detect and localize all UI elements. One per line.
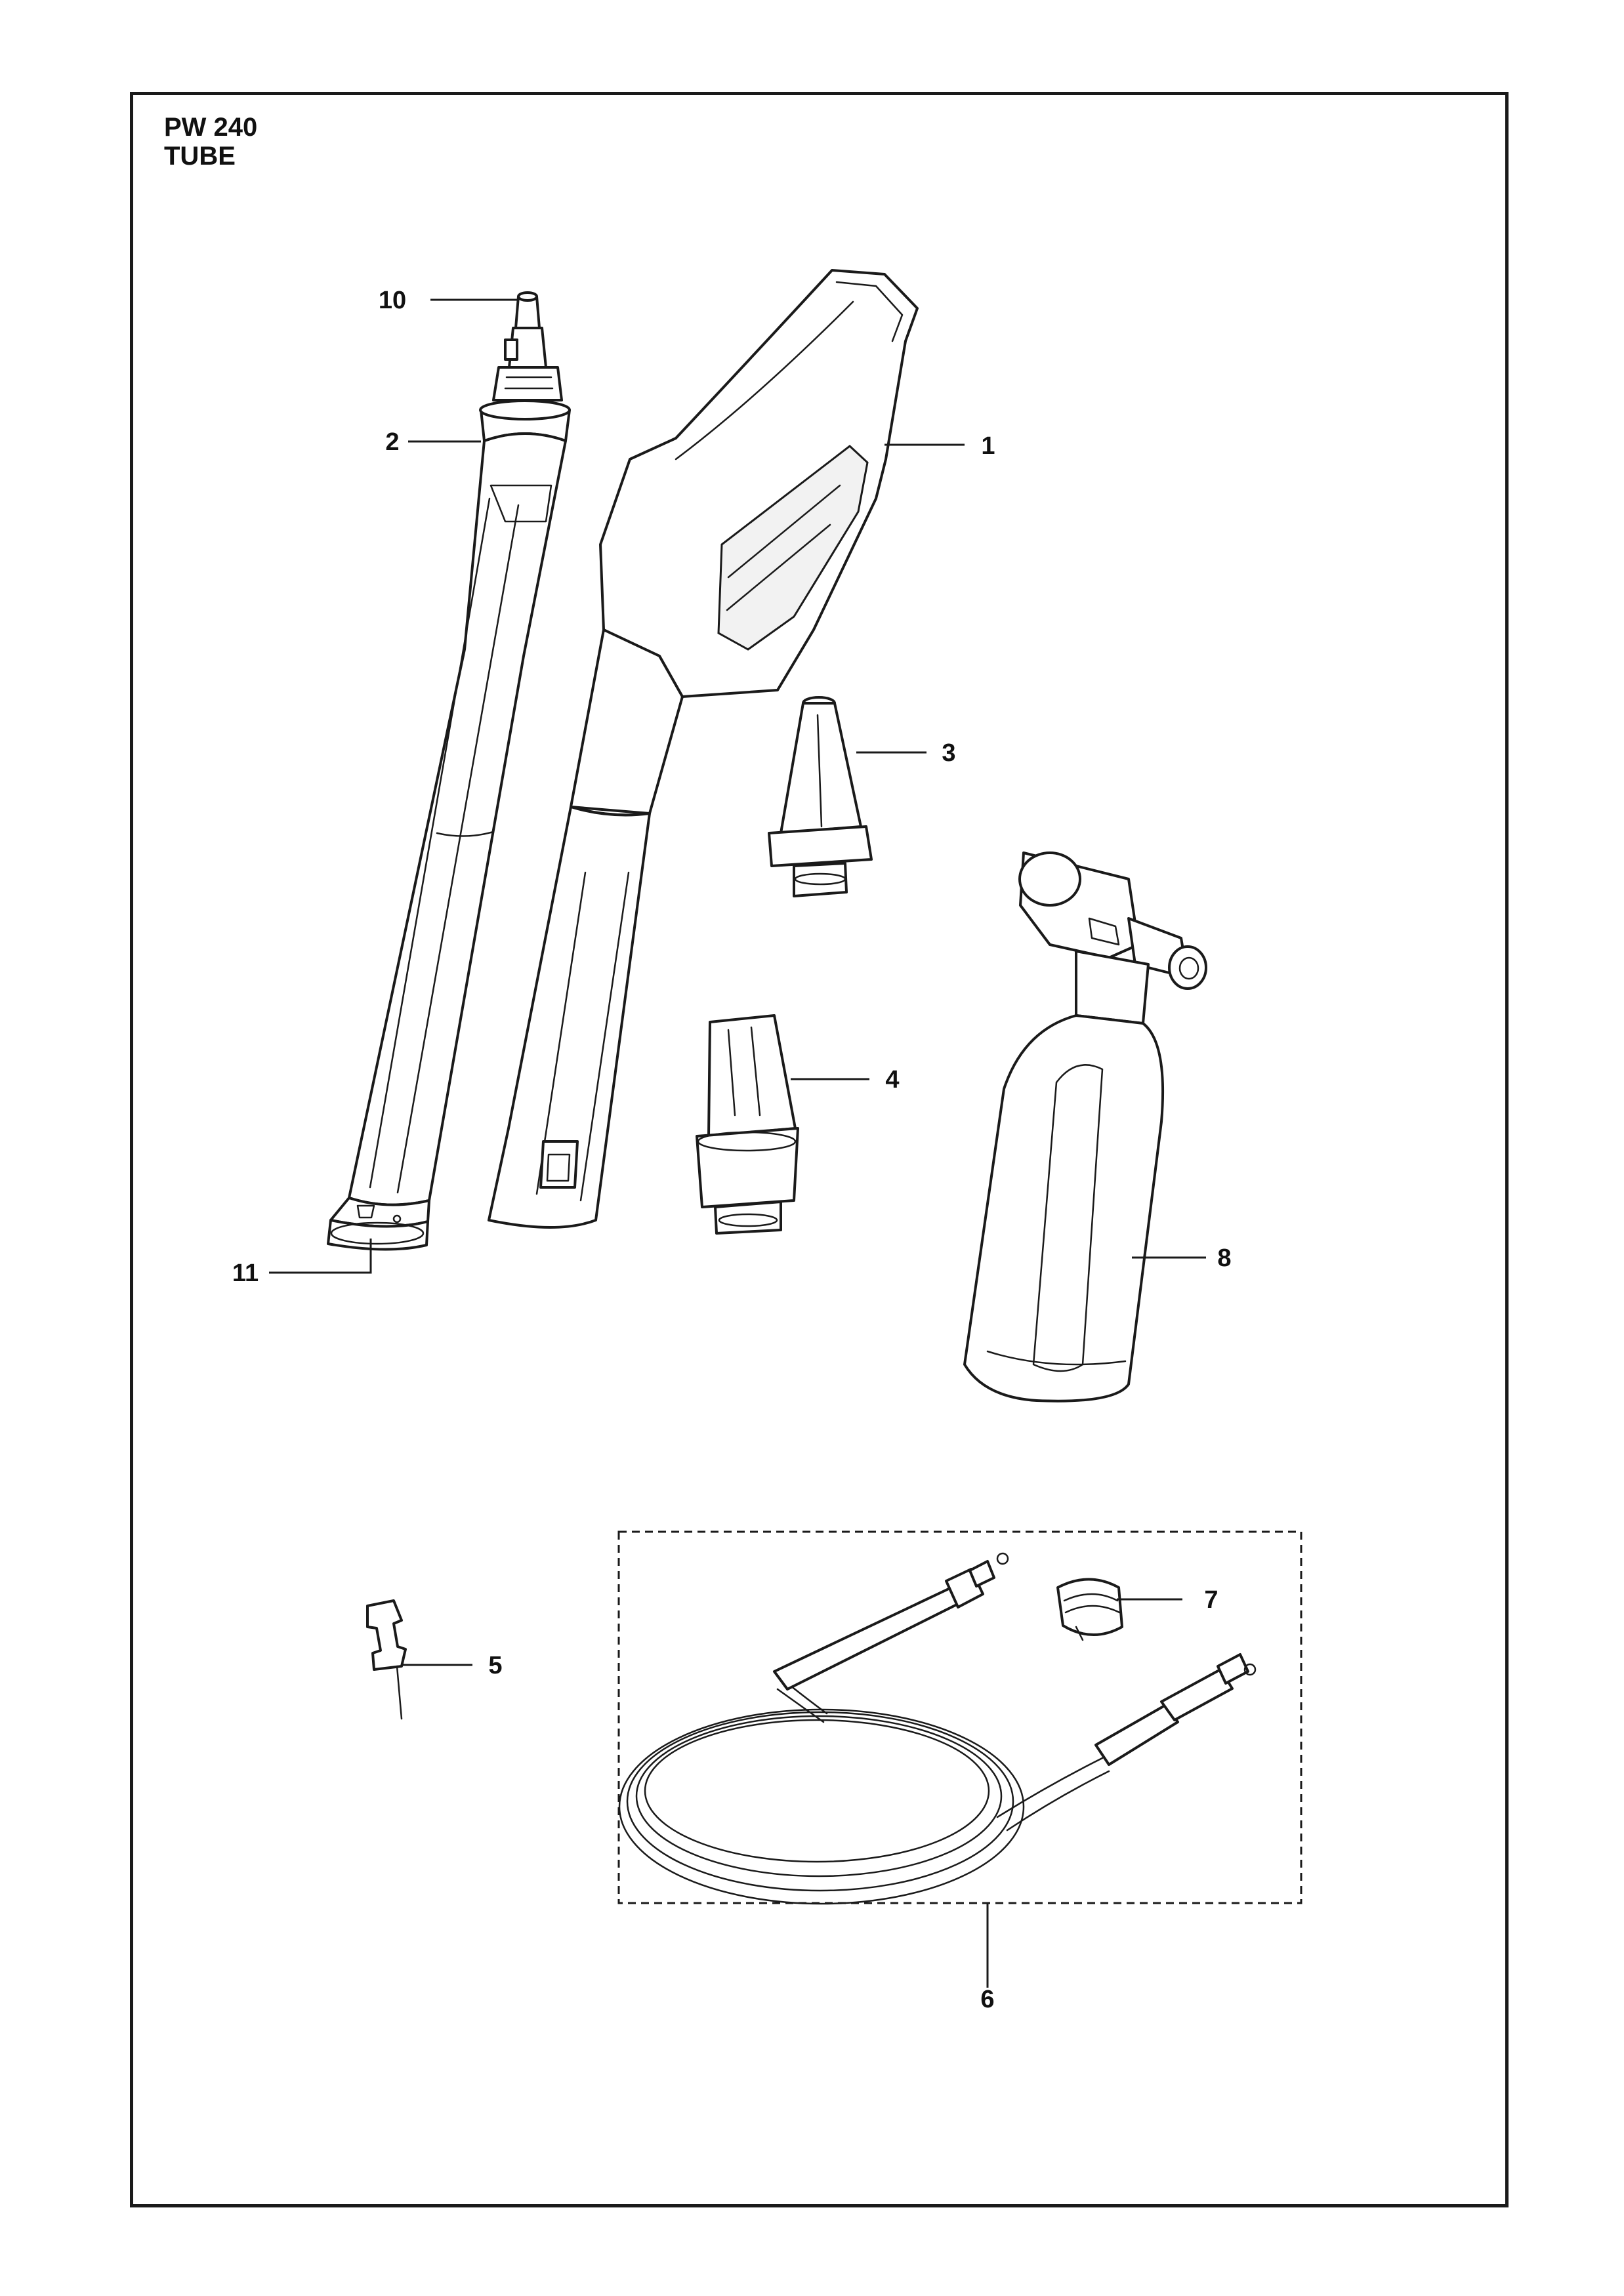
- model-title: PW 240: [164, 113, 258, 142]
- callout-8: 8: [1217, 1244, 1231, 1272]
- leader-lines: [269, 298, 1206, 1988]
- part-6-hose-kit: [617, 1530, 1302, 1905]
- part-4-turbo-nozzle: [696, 1014, 799, 1235]
- callout-5: 5: [488, 1652, 502, 1679]
- part-2-lance-tube: [327, 291, 571, 1251]
- part-1-spray-gun: [488, 269, 919, 1229]
- part-3-nozzle: [768, 696, 873, 897]
- callout-4: 4: [885, 1066, 899, 1094]
- part-11-end-cap: [327, 1197, 430, 1251]
- callout-3: 3: [942, 739, 955, 767]
- callout-labels: 10 2 1 3 4 8 11 5 7 6: [232, 287, 1232, 2013]
- callout-11: 11: [232, 1260, 259, 1287]
- kit-dashed-box: [617, 1530, 1302, 1904]
- part-7-hose-guide: [1056, 1578, 1123, 1641]
- callout-6: 6: [980, 1986, 994, 2013]
- part-10-lance-connector: [492, 291, 563, 401]
- part-8-detergent-bottle: [963, 851, 1207, 1403]
- section-title: TUBE: [164, 142, 236, 171]
- drawing-frame: [130, 92, 1509, 2207]
- part-5-clip: [366, 1599, 407, 1720]
- callout-7: 7: [1204, 1586, 1218, 1614]
- callout-1: 1: [981, 432, 995, 460]
- callout-10: 10: [379, 287, 406, 314]
- callout-2: 2: [385, 428, 399, 456]
